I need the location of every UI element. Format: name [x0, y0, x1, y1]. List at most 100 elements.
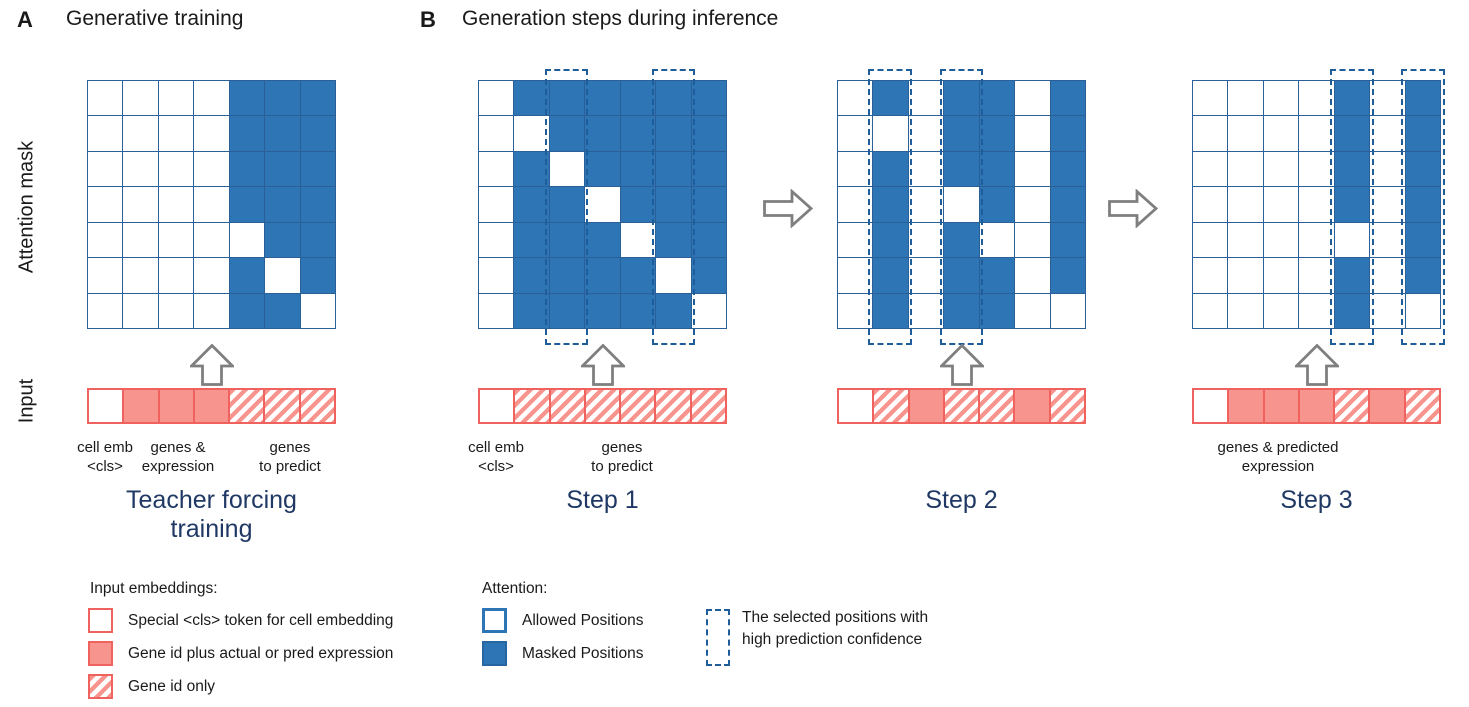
input-label-line: genes & predicted [1217, 439, 1339, 456]
allowed-cell [1193, 81, 1229, 117]
masked-cell [1050, 81, 1086, 117]
masked-cell [944, 258, 980, 294]
allowed-cell [1370, 222, 1406, 259]
selected-column-outline [868, 69, 912, 345]
masked-cell [549, 81, 586, 117]
allowed-cell [88, 116, 124, 152]
allowed-cell [656, 258, 692, 294]
allowed-cell [194, 293, 230, 329]
allowed-cell [194, 258, 230, 294]
allowed-cell [158, 116, 195, 152]
masked-cell [1405, 116, 1441, 152]
allowed-cell [1299, 222, 1335, 259]
allowed-cell [1193, 222, 1229, 259]
input-cell-hatch [944, 390, 981, 424]
allowed-cell [123, 258, 159, 294]
allowed-cell [1370, 293, 1406, 329]
allowed-cell [479, 258, 515, 294]
legend-item-label: Masked Positions [522, 644, 644, 662]
attention-mask-grid-step1 [478, 80, 727, 329]
allowed-cell [1299, 258, 1335, 294]
allowed-cell [1370, 151, 1406, 188]
masked-cell [620, 258, 657, 294]
input-axis-label: Input [15, 378, 38, 424]
input-label-line: expression [1241, 458, 1315, 475]
masked-cell [691, 116, 727, 152]
allowed-cell [158, 293, 195, 329]
input-label-line: genes [601, 439, 643, 456]
input-cell-cls [839, 390, 875, 424]
masked-cell [229, 81, 266, 117]
masked-cell [691, 81, 727, 117]
input-cell-cls [480, 390, 516, 424]
gene-expression-swatch [88, 641, 113, 666]
allowed-cell [1193, 116, 1229, 152]
input-label-line: cell emb [468, 439, 524, 456]
selected-positions-swatch [706, 609, 730, 666]
masked-cell [873, 258, 909, 294]
masked-cell [514, 151, 550, 188]
masked-cell [229, 187, 266, 223]
input-label: cell emb<cls> [77, 438, 133, 476]
attention-mask-axis-label: Attention mask [15, 140, 38, 274]
allowed-cell [194, 222, 230, 259]
masked-cell [656, 81, 692, 117]
masked-cell [656, 187, 692, 223]
masked-cell [944, 222, 980, 259]
masked-cell [549, 187, 586, 223]
masked-cell [1334, 293, 1371, 329]
attention-legend-title: Attention: [482, 580, 548, 597]
masked-cell [265, 293, 301, 329]
input-cell-hatch [585, 390, 622, 424]
allowed-cell [194, 187, 230, 223]
masked-cell [1050, 187, 1086, 223]
figure-caption-step1: Step 1 [566, 486, 639, 514]
allowed-cell [158, 151, 195, 188]
allowed-cell [908, 222, 945, 259]
allowed-cell [123, 116, 159, 152]
allowed-cell [479, 81, 515, 117]
masked-cell [944, 293, 980, 329]
allowed-cell [908, 116, 945, 152]
allowed-cell [1334, 222, 1371, 259]
allowed-cell [1299, 293, 1335, 329]
input-label: cell emb<cls> [468, 438, 524, 476]
allowed-cell [158, 222, 195, 259]
allowed-cell [1370, 258, 1406, 294]
input-row-step3 [1192, 388, 1441, 424]
masked-cell [1050, 151, 1086, 188]
masked-cell [944, 116, 980, 152]
allowed-cell [908, 187, 945, 223]
masked-cell [620, 116, 657, 152]
figure-caption-step3: Step 3 [1280, 486, 1353, 514]
selected-column-outline [544, 69, 589, 345]
input-cell-hatch [1050, 390, 1086, 424]
allowed-cell [585, 187, 621, 223]
allowed-cell [123, 222, 159, 259]
masked-cell [1050, 222, 1086, 259]
allowed-cell [88, 222, 124, 259]
input-cell-hatch [621, 390, 657, 424]
masked-cell [549, 258, 586, 294]
allowed-cell [838, 222, 874, 259]
input-cell-hatch [300, 390, 336, 424]
legend-item-label: Allowed Positions [522, 611, 644, 629]
allowed-cell [838, 116, 874, 152]
arrow-up-icon [578, 343, 627, 386]
masked-cell [585, 222, 621, 259]
allowed-cell [88, 187, 124, 223]
masked-cell [944, 81, 980, 117]
allowed-cell [123, 187, 159, 223]
input-cell-hatch [230, 390, 266, 424]
masked-cell [620, 151, 657, 188]
legend-item: Gene id plus actual or pred expression [88, 641, 393, 666]
masked-cell [1050, 116, 1086, 152]
masked-cell [549, 222, 586, 259]
input-label-line: expression [141, 458, 215, 475]
allowed-cell [908, 151, 945, 188]
masked-cell [656, 116, 692, 152]
allowed-cell [908, 258, 945, 294]
allowed-cell [1193, 258, 1229, 294]
allowed-cell [1263, 151, 1300, 188]
masked-cell [300, 116, 336, 152]
